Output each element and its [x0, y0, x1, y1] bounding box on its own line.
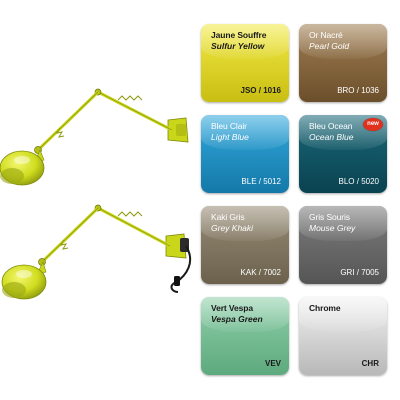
new-badge: new — [363, 118, 383, 131]
wall-lamp-1 — [0, 88, 189, 186]
swatch-light-blue[interactable]: Bleu Clair Light Blue BLE / 5012 — [201, 115, 289, 193]
swatch-name: Chrome — [309, 303, 341, 313]
swatch-name: Bleu Clair — [211, 121, 247, 131]
swatch-code: BRO / 1036 — [337, 86, 379, 95]
swatch-english-name: Mouse Grey — [309, 223, 356, 233]
swatch-vespa-green[interactable]: Vert Vespa Vespa Green VEV — [201, 297, 289, 375]
swatch-name: Bleu Ocean — [309, 121, 353, 131]
swatch-pearl-gold[interactable]: Or Nacré Pearl Gold BRO / 1036 — [299, 24, 387, 102]
swatch-name: Jaune Souffre — [211, 30, 267, 40]
swatch-english-name: Pearl Gold — [309, 41, 350, 51]
swatch-sulfur-yellow[interactable]: Jaune Souffre Sulfur Yellow JSO / 1016 — [201, 24, 289, 102]
swatch-name: Vert Vespa — [211, 303, 254, 313]
swatch-mouse-grey[interactable]: Gris Souris Mouse Grey GRI / 7005 — [299, 206, 387, 284]
swatch-name: Gris Souris — [309, 212, 350, 222]
swatch-english-name: Vespa Green — [211, 314, 263, 324]
wall-lamp-2 — [1, 204, 192, 300]
swatch-english-name: Light Blue — [211, 132, 249, 142]
swatch-name: Kaki Gris — [211, 212, 245, 222]
swatch-english-name: Grey Khaki — [211, 223, 254, 233]
swatch-code: VEV — [264, 359, 281, 368]
swatch-ocean-blue[interactable]: Bleu Ocean Ocean Blue BLO / 5020 new — [299, 115, 387, 193]
swatch-grey-khaki[interactable]: Kaki Gris Grey Khaki KAK / 7002 — [201, 206, 289, 284]
swatch-code: GRI / 7005 — [340, 268, 379, 277]
swatch-code: BLE / 5012 — [241, 177, 281, 186]
swatch-chrome[interactable]: Chrome CHR — [299, 297, 387, 375]
swatch-english-name: Ocean Blue — [309, 132, 354, 142]
lamp-illustrations — [0, 88, 192, 300]
swatch-code: CHR — [361, 359, 379, 368]
swatch-name: Or Nacré — [309, 30, 343, 40]
swatch-code: BLO / 5020 — [338, 177, 379, 186]
swatch-code: KAK / 7002 — [240, 268, 281, 277]
swatch-code: JSO / 1016 — [240, 86, 281, 95]
swatch-english-name: Sulfur Yellow — [211, 41, 265, 51]
